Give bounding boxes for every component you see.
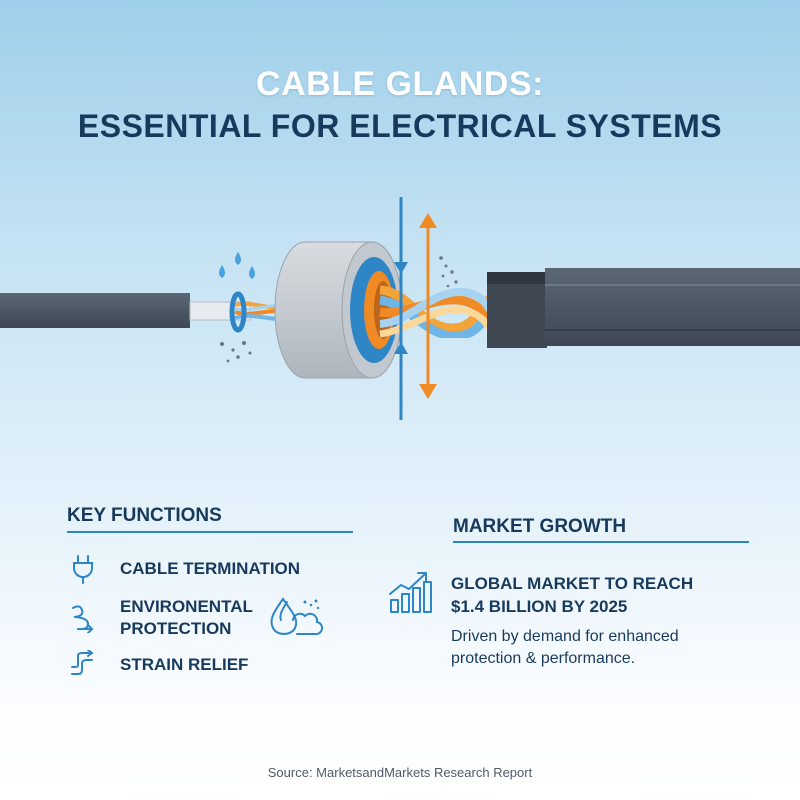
twisted-wires xyxy=(379,285,490,338)
market-growth-heading: MARKET GROWTH xyxy=(453,516,627,537)
market-growth-description: Driven by demand for enhanced protection… xyxy=(451,626,751,670)
key-function-label-3: STRAIN RELIEF xyxy=(120,655,249,674)
right-cable-collar xyxy=(487,272,547,348)
water-droplets xyxy=(219,252,255,279)
title-line-1: CABLE GLANDS: xyxy=(256,65,544,103)
market-growth-headline-line-2: $1.4 BILLION BY 2025 xyxy=(451,597,628,616)
key-function-label-1: CABLE TERMINATION xyxy=(120,559,301,578)
source-citation: Source: MarketsandMarkets Research Repor… xyxy=(267,765,533,780)
blue-arrow-up xyxy=(394,342,408,354)
right-cable xyxy=(545,268,800,346)
cable-gland-illustration xyxy=(0,197,800,420)
orange-arrow-bottom xyxy=(419,384,437,399)
water-dust-icon xyxy=(270,597,323,636)
left-cable xyxy=(0,293,190,328)
up-arrow-icon xyxy=(71,650,93,675)
left-seal-ring xyxy=(229,291,247,333)
key-function-label-2b: PROTECTION xyxy=(120,619,232,638)
plug-icon xyxy=(73,555,93,584)
title-line-2: ESSENTIAL FOR ELECTRICAL SYSTEMS xyxy=(77,108,723,144)
key-function-label-2a: ENVIRONENTAL xyxy=(120,597,253,616)
market-growth-body-line-2: protection & performance. xyxy=(451,650,636,667)
bar-chart-growth-icon xyxy=(389,572,432,613)
wave-arrow-icon xyxy=(72,605,94,633)
market-growth-body-line-1: Driven by demand for enhanced xyxy=(451,628,679,645)
market-growth-divider xyxy=(453,541,749,543)
dust-particles-right xyxy=(439,256,458,288)
dust-particles-left xyxy=(220,341,252,363)
market-growth-headline: GLOBAL MARKET TO REACH $1.4 BILLION BY 2… xyxy=(451,572,751,618)
key-functions-heading: KEY FUNCTIONS xyxy=(67,505,222,526)
key-functions-divider xyxy=(67,531,353,533)
blue-arrow-down xyxy=(394,262,408,274)
market-growth-headline-line-1: GLOBAL MARKET TO REACH xyxy=(451,574,694,593)
left-cable-insulation xyxy=(189,301,251,321)
orange-arrow-top xyxy=(419,213,437,228)
